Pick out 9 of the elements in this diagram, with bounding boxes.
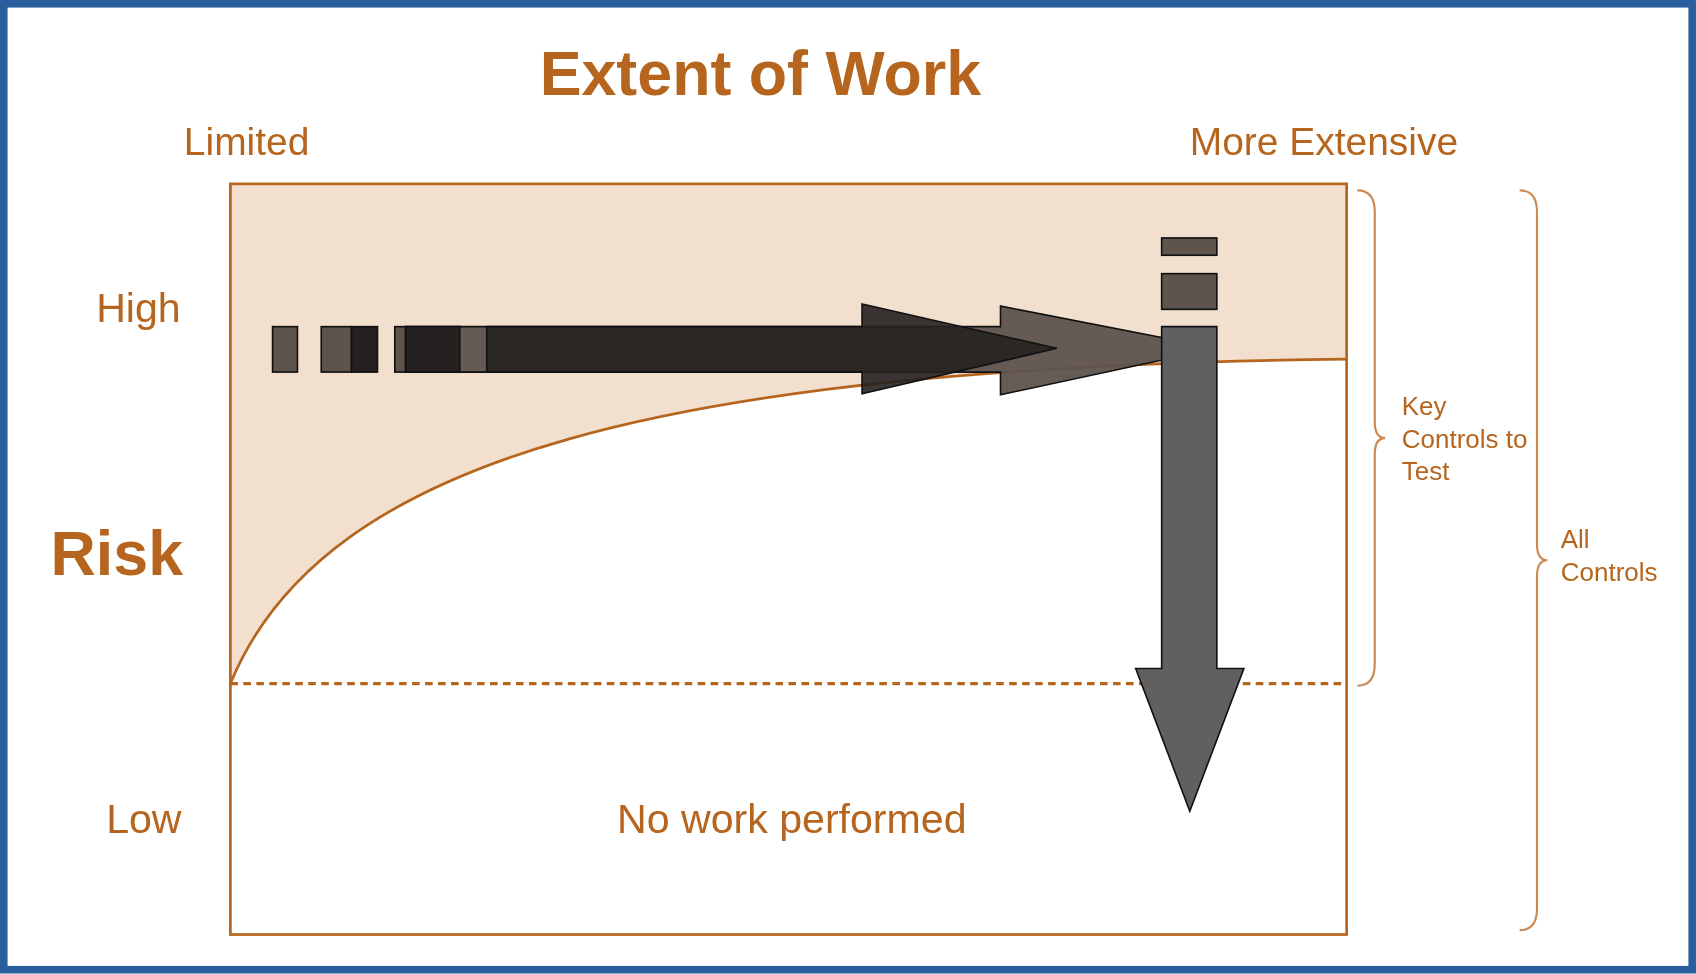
region-label: No work performed [617, 798, 967, 840]
bracket-label: Key Controls to Test [1401, 390, 1529, 488]
axis-title: Risk [50, 522, 184, 586]
bracket-label: All Controls [1560, 523, 1659, 589]
title: Extent of Work [539, 42, 982, 105]
axis-label: Limited [183, 122, 310, 162]
axis-label: More Extensive [1189, 122, 1459, 162]
axis-label: Low [106, 798, 182, 840]
axis-label: High [96, 287, 181, 329]
